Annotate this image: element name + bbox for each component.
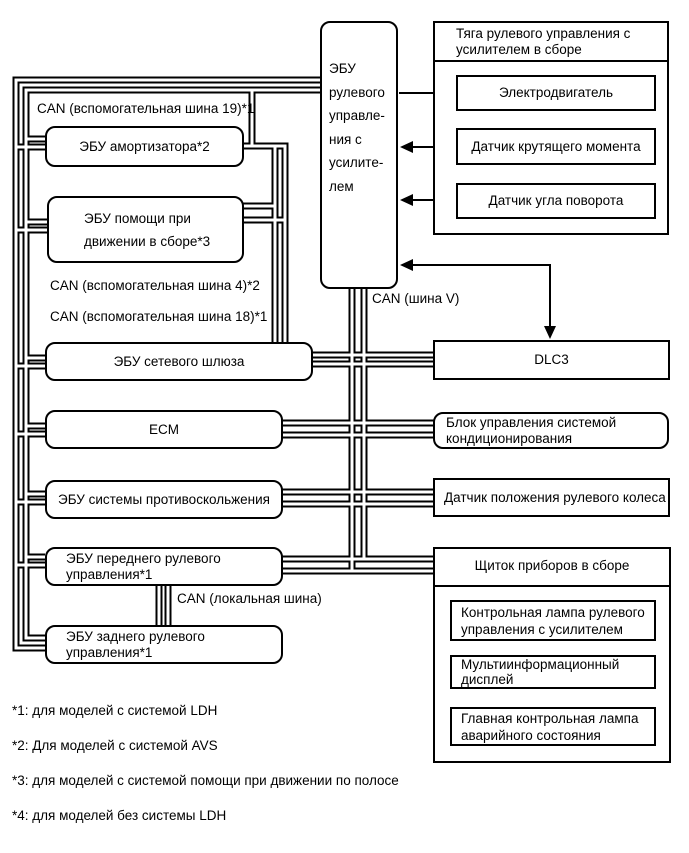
box-master-warning-lamp: Главная контрольная лампа аварийного сос… — [450, 707, 656, 746]
box-label: ECM — [149, 421, 179, 437]
box-ps-warning-lamp: Контрольная лампа рулевого управления с … — [450, 600, 656, 641]
group-title-line: усилителем в сборе — [456, 42, 582, 57]
box-skid-control-ecu: ЭБУ системы противоскольжения — [45, 480, 283, 519]
box-label: Датчик крутящего момента — [471, 138, 641, 154]
box-label: ЭБУ заднего рулевого — [66, 628, 205, 644]
box-ac-control: Блок управления системой кондиционирован… — [433, 412, 669, 449]
label-can-bus19: CAN (вспомогательная шина 19)*1 — [37, 101, 255, 116]
box-label: движении в сборе*3 — [84, 233, 211, 249]
box-label: кондиционирования — [446, 430, 573, 446]
box-label: DLC3 — [534, 352, 569, 367]
arrow-ecu-dlc3-busv — [400, 259, 556, 339]
box-label: Электродвигатель — [498, 85, 614, 100]
label-can-bus4: CAN (вспомогательная шина 4)*2 — [50, 278, 260, 293]
box-absorber-ecu: ЭБУ амортизатора*2 — [45, 126, 244, 167]
box-steering-wheel-sensor: Датчик положения рулевого колеса — [433, 478, 670, 517]
box-label: дисплей — [461, 672, 514, 687]
box-multi-info-display: Мультиинформационный дисплей — [450, 655, 656, 689]
box-torque-sensor: Датчик крутящего момента — [456, 128, 656, 165]
box-drive-assist-ecu: ЭБУ помощи при движении в сборе*3 — [47, 196, 244, 263]
ecu-line: ния с — [329, 131, 362, 147]
box-angle-sensor: Датчик угла поворота — [456, 183, 656, 219]
box-label: управления с усилителем — [461, 621, 623, 637]
box-label: Блок управления системой — [446, 414, 617, 430]
footnote-4: *4: для моделей без системы LDH — [12, 808, 227, 823]
ecu-line: ЭБУ — [329, 61, 356, 76]
group-title: Тяга рулевого управления с усилителем в … — [435, 26, 667, 58]
box-power-steering-ecu: ЭБУ рулевого управле- ния с усилите- лем — [320, 21, 398, 289]
label-can-busv: CAN (шина V) — [372, 291, 460, 306]
box-dlc3: DLC3 — [433, 340, 670, 380]
box-label: ЭБУ системы противоскольжения — [58, 491, 270, 507]
box-label: Мультиинформационный — [461, 657, 620, 672]
box-label: аварийного состояния — [461, 727, 601, 743]
group-title-line: Тяга рулевого управления с — [456, 26, 631, 41]
ecu-line: усилите- — [329, 155, 384, 170]
box-label: Контрольная лампа рулевого — [461, 604, 645, 620]
footnote-1: *1: для моделей с системой LDH — [12, 703, 218, 718]
box-electric-motor: Электродвигатель — [456, 75, 656, 111]
group-title: Щиток приборов в сборе — [435, 558, 669, 574]
ecu-line: управле- — [329, 108, 385, 123]
box-label: ЭБУ помощи при — [84, 210, 191, 226]
box-gateway-ecu: ЭБУ сетевого шлюза — [45, 342, 313, 381]
footnote-3: *3: для моделей с системой помощи при дв… — [12, 773, 399, 788]
box-label: Датчик положения рулевого колеса — [444, 489, 666, 505]
box-label: управления*1 — [66, 644, 153, 660]
label-can-bus18: CAN (вспомогательная шина 18)*1 — [50, 309, 268, 324]
footnote-2: *2: Для моделей с системой AVS — [12, 738, 218, 753]
box-rear-steering-ecu: ЭБУ заднего рулевого управления*1 — [45, 625, 283, 664]
label-can-local-bus: CAN (локальная шина) — [177, 591, 322, 606]
box-label: ЭБУ переднего рулевого — [66, 550, 221, 566]
ecu-line: лем — [329, 178, 354, 194]
box-ecm: ECM — [45, 410, 283, 449]
ecu-line: рулевого — [329, 84, 385, 100]
box-label: ЭБУ амортизатора*2 — [79, 138, 210, 154]
box-front-steering-ecu: ЭБУ переднего рулевого управления*1 — [45, 547, 283, 586]
group-title-line: Щиток приборов в сборе — [474, 558, 630, 573]
group-divider — [435, 60, 667, 62]
box-label: управления*1 — [66, 566, 153, 582]
group-divider — [435, 585, 669, 587]
box-label: Главная контрольная лампа — [461, 710, 639, 726]
box-label: ЭБУ сетевого шлюза — [113, 353, 245, 369]
box-label: Датчик угла поворота — [488, 193, 624, 208]
